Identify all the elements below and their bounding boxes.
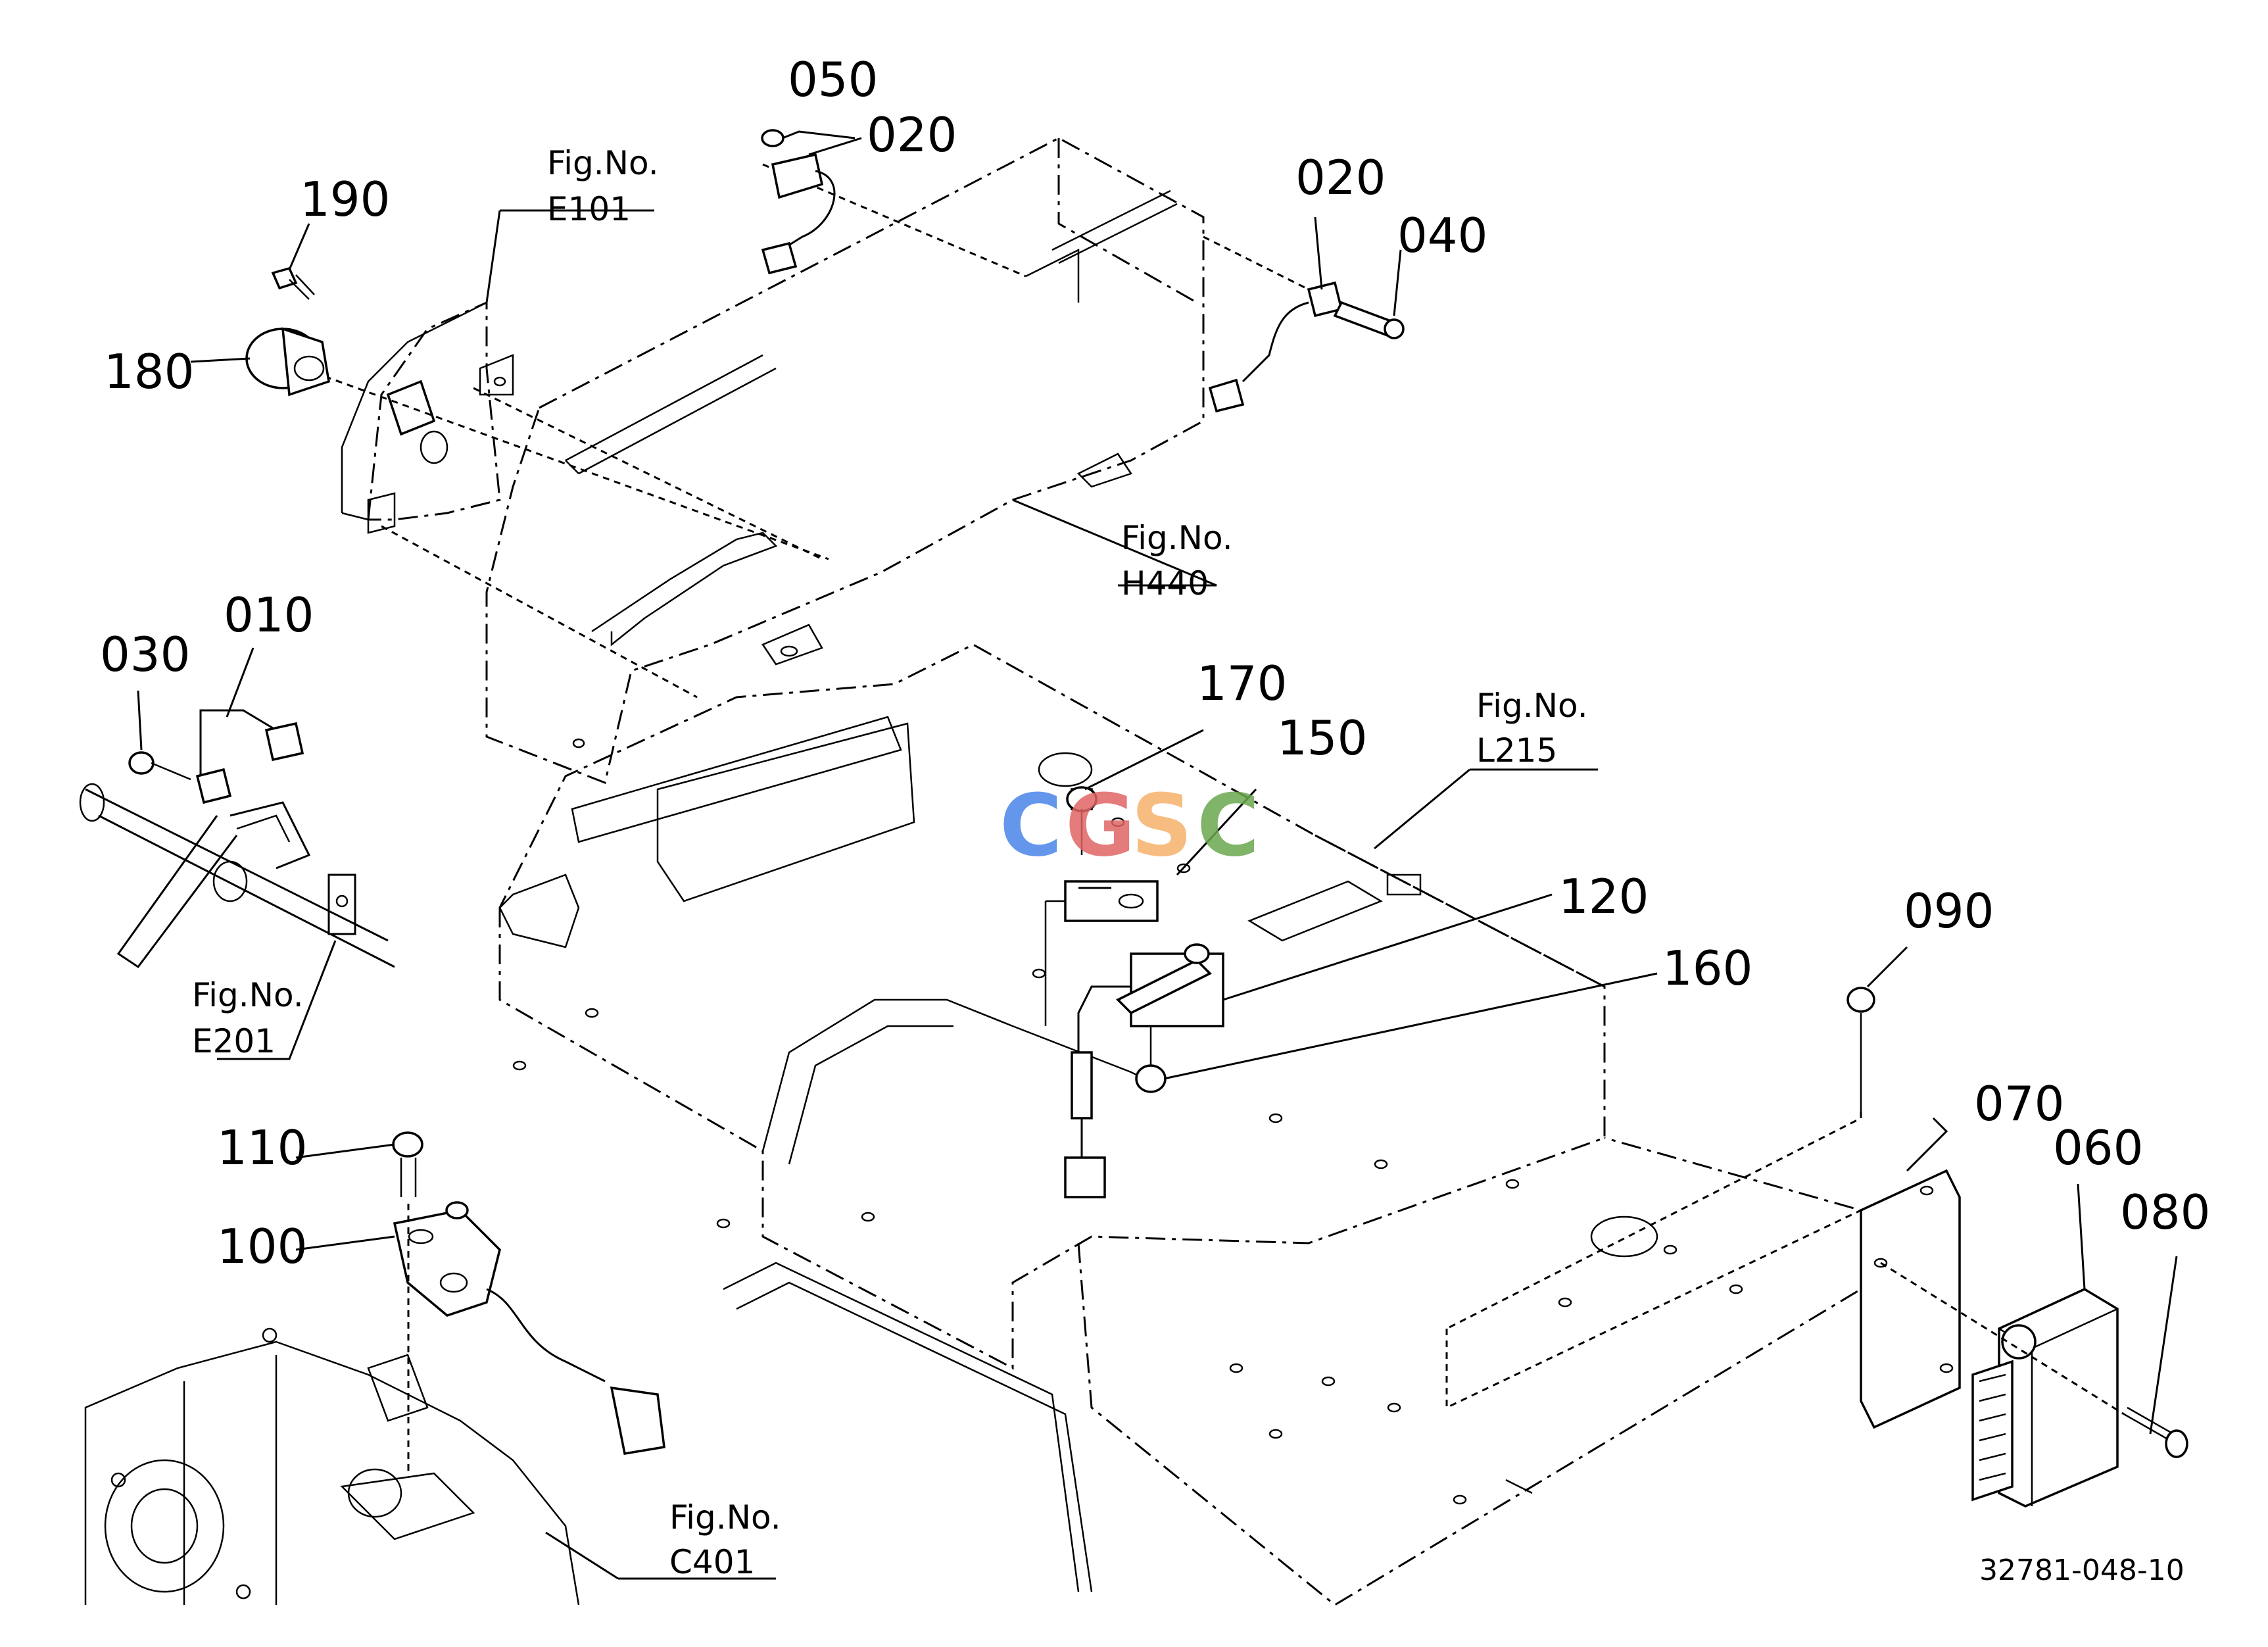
fig-ref-h440: Fig.No. H440 <box>1121 519 1233 602</box>
fig-ref-e101: Fig.No. E101 <box>547 144 659 228</box>
part-080-bolt <box>1880 1262 2188 1458</box>
fig-ref-c401: Fig.No. C401 <box>669 1498 781 1581</box>
fig-ref-l215: Fig.No. L215 <box>1476 687 1588 770</box>
part-090-bolt <box>1446 987 1875 1330</box>
label-090: 090 <box>1904 883 1994 939</box>
lever-assembly-e201 <box>79 783 395 969</box>
fig-ref-e101-title: Fig.No. <box>547 144 659 182</box>
leader-lines <box>137 130 2178 1580</box>
part-number-labels: 050 020 020 040 190 180 010 030 170 150 … <box>100 52 2210 1274</box>
fig-ref-h440-title: Fig.No. <box>1121 519 1233 557</box>
watermark-letter-2: G <box>1065 775 1136 875</box>
label-160: 160 <box>1662 941 1752 996</box>
label-150: 150 <box>1277 710 1367 766</box>
part-110-bolt <box>392 1131 423 1473</box>
part-180-sensor <box>245 327 330 397</box>
label-050: 050 <box>788 52 878 107</box>
center-sensor-assembly <box>1044 786 1224 1198</box>
part-070-bracket <box>1860 1169 1961 1429</box>
gearbox-c401 <box>84 1327 580 1606</box>
fig-ref-c401-code: C401 <box>669 1543 755 1581</box>
label-120: 120 <box>1558 869 1649 924</box>
label-190: 190 <box>300 172 390 227</box>
watermark-letter-4: C <box>1197 775 1259 875</box>
watermark-letter-1: C <box>1000 775 1062 875</box>
label-110: 110 <box>217 1120 307 1175</box>
fig-ref-e201: Fig.No. E201 <box>192 976 304 1060</box>
label-030: 030 <box>100 627 190 682</box>
fig-ref-h440-code: H440 <box>1121 564 1209 602</box>
label-040: 040 <box>1397 208 1487 263</box>
part-030-screw <box>128 751 191 781</box>
part-100-sensor <box>393 1201 665 1456</box>
part-060-controller <box>1971 1288 2119 1508</box>
fig-ref-l215-code: L215 <box>1476 731 1557 770</box>
upper-console-panel <box>485 137 1205 785</box>
label-020-right: 020 <box>1295 150 1386 205</box>
fig-ref-e201-title: Fig.No. <box>192 976 304 1014</box>
label-100: 100 <box>217 1219 307 1274</box>
label-180: 180 <box>104 344 194 399</box>
install-lines-upper <box>302 163 1309 699</box>
fig-ref-l215-title: Fig.No. <box>1476 687 1588 725</box>
part-190-bolt <box>271 266 315 300</box>
side-plate-e101 <box>341 301 514 534</box>
part-010-switch-left <box>195 709 304 804</box>
fig-ref-c401-title: Fig.No. <box>669 1498 781 1536</box>
fig-ref-e101-code: E101 <box>547 190 631 228</box>
part-020-switch-right <box>1208 281 1405 413</box>
label-070: 070 <box>1974 1076 2064 1131</box>
label-010: 010 <box>224 587 314 643</box>
label-060: 060 <box>2053 1120 2143 1175</box>
label-080: 080 <box>2120 1185 2210 1240</box>
watermark-logo: C G S C <box>1000 775 1259 875</box>
label-170: 170 <box>1197 656 1287 711</box>
label-020-top: 020 <box>867 107 957 162</box>
watermark-letter-3: S <box>1131 775 1193 875</box>
drawing-number: 32781-048-10 <box>1979 1554 2184 1587</box>
part-020-switch-top <box>761 129 836 275</box>
fig-ref-e201-code: E201 <box>192 1022 276 1060</box>
